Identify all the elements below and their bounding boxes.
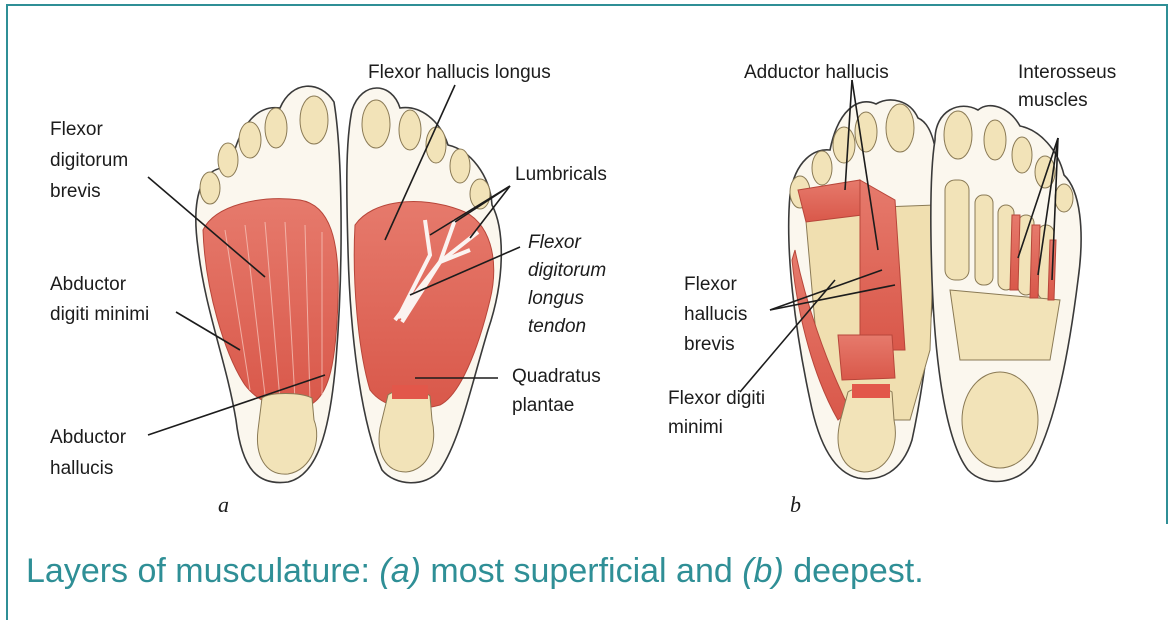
- foot-b-right: [931, 106, 1081, 482]
- label-flexor-digitorum-longus-tendon: Flexor digitorum longus tendon: [528, 232, 611, 337]
- label-quadratus-plantae: Quadratus plantae: [512, 366, 606, 416]
- label-flexor-hallucis-brevis: Flexor hallucis brevis: [684, 274, 753, 355]
- caption-text-1: Layers of musculature:: [26, 552, 379, 590]
- label-abductor-hallucis: Abductor hallucis: [50, 427, 131, 479]
- foot-a-left: [196, 86, 341, 482]
- panel-label-b: b: [790, 492, 801, 517]
- panel-label-a: a: [218, 492, 229, 517]
- label-interosseus-muscles: Interosseus muscles: [1018, 62, 1122, 111]
- caption-text-2: most superficial and: [421, 552, 742, 590]
- label-adductor-hallucis: Adductor hallucis: [744, 62, 889, 83]
- caption-text-3: deepest.: [784, 552, 924, 590]
- label-lumbricals: Lumbricals: [515, 164, 607, 185]
- figure-caption: Layers of musculature: (a) most superfic…: [26, 552, 924, 591]
- foot-musculature-figure: Flexor digitorum brevis Flexor hallucis …: [0, 0, 1174, 540]
- label-flexor-digiti-minimi: Flexor digiti minimi: [668, 388, 770, 438]
- label-flexor-hallucis-longus: Flexor hallucis longus: [368, 62, 551, 83]
- caption-ref-a: (a): [379, 552, 421, 590]
- foot-a-right: [347, 88, 501, 483]
- caption-ref-b: (b): [742, 552, 784, 590]
- label-flexor-digitorum-brevis: Flexor digitorum brevis: [50, 119, 133, 202]
- label-abductor-digiti-minimi: Abductor digiti minimi: [50, 274, 149, 325]
